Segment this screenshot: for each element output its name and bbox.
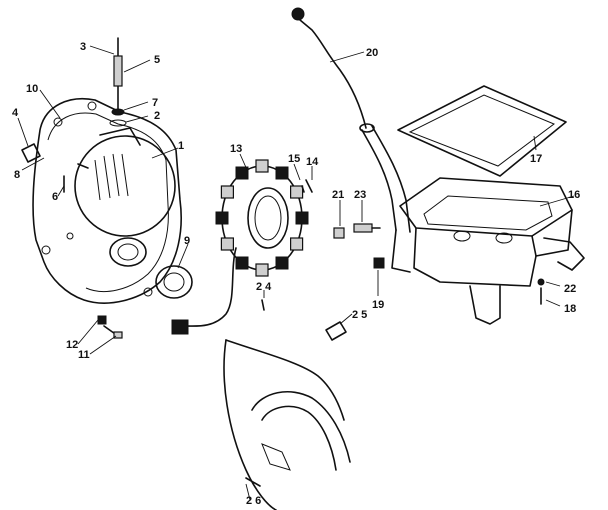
callout-19: 19: [372, 299, 384, 311]
callout-labels: 1 2 3 4 5 6 7 8 9 10 11 12 13 14 15 16 1…: [12, 41, 580, 507]
stator-tooth: [220, 185, 234, 199]
callout-26: 2 6: [246, 495, 261, 507]
callout-6: 6: [52, 191, 58, 203]
part-shaft: [109, 37, 127, 127]
stator-tooth: [220, 237, 234, 251]
callout-18: 18: [564, 303, 576, 315]
callout-12: 12: [66, 339, 78, 351]
part-stator: [171, 159, 309, 335]
stator-tooth: [235, 166, 249, 180]
callout-5: 5: [154, 54, 160, 66]
part-gasket: [397, 85, 567, 177]
stator-tooth: [290, 185, 304, 199]
callout-2: 2: [154, 110, 160, 122]
stator-tooth: [290, 237, 304, 251]
callout-24: 2 4: [256, 281, 272, 293]
callout-3: 3: [80, 41, 86, 53]
stator-tooth: [275, 256, 289, 270]
stator-tooth: [275, 166, 289, 180]
callout-25: 2 5: [352, 309, 367, 321]
stator-tooth: [255, 159, 269, 173]
stator-tooth: [295, 211, 309, 225]
callout-14: 14: [306, 156, 319, 168]
part-stator-screws: [261, 179, 313, 311]
callout-1: 1: [178, 140, 184, 152]
callout-16: 16: [568, 189, 580, 201]
callout-8: 8: [14, 169, 20, 181]
callout-20: 20: [366, 47, 378, 59]
leader-lines: [21, 45, 575, 501]
callout-7: 7: [152, 97, 158, 109]
part-small-fittings: [333, 223, 545, 305]
stator-tooth: [235, 256, 249, 270]
part-cover-boss: [109, 237, 147, 267]
callout-11: 11: [78, 349, 90, 361]
part-shroud: [223, 321, 351, 510]
callout-21: 21: [332, 189, 344, 201]
part-blower-housing: [74, 127, 176, 237]
callout-9: 9: [184, 235, 190, 247]
callout-13: 13: [230, 143, 242, 155]
part-bracket-clip: [17, 117, 41, 163]
stator-tooth: [255, 263, 269, 277]
callout-10: 10: [26, 83, 38, 95]
callout-17: 17: [530, 153, 542, 165]
part-seal-ring: [155, 265, 193, 299]
part-dipstick: [291, 7, 411, 233]
callout-4: 4: [12, 107, 19, 119]
callout-22: 22: [564, 283, 576, 295]
part-crankcase-base: [391, 177, 585, 325]
callout-23: 23: [354, 189, 366, 201]
stator-tooth: [215, 211, 229, 225]
part-bolt-washer: [97, 315, 123, 339]
callout-15: 15: [288, 153, 300, 165]
part-small-screws: [63, 163, 89, 193]
